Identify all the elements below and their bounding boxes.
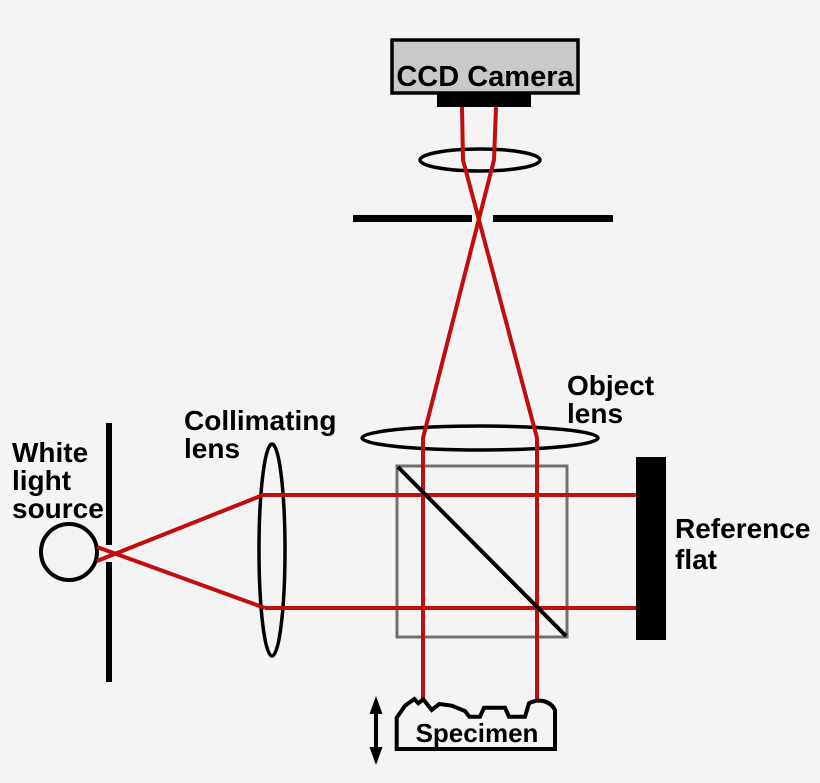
beamsplitter-cube [395,464,569,639]
light-source-circle [39,522,99,582]
source-label-line3: source [12,493,104,524]
source-label-line1: White [12,437,88,468]
light-ray-source-up [96,493,264,563]
object-lens-label-line1: Object [567,370,654,401]
ccd-camera-label: CCD Camera [396,61,574,93]
stage-translation-arrow [369,696,383,765]
aperture-left-blade [353,215,472,222]
collimating-lens-label-line2: lens [184,433,240,464]
collimating-lens-label-line1: Collimating [184,405,336,436]
reference-flat [636,457,666,640]
reference-flat-label-line2: flat [675,544,717,575]
light-ray-camera-to-specimen-left [421,106,498,700]
aperture-right-blade [493,215,613,222]
slit-bottom-segment [106,562,112,682]
slit-top-segment [106,423,112,545]
specimen-outline [394,696,557,751]
reference-flat-label-line1: Reference [675,513,810,544]
source-label-line2: light [12,465,71,496]
object-lens [360,424,600,452]
stage-arrow-up-icon [369,696,383,714]
object-lens-label-line2: lens [567,398,623,429]
ccd-sensor-bar [437,93,531,107]
stage-arrow-down-icon [369,747,383,765]
light-ray-source-down [96,545,266,610]
specimen-label: Specimen [416,718,539,748]
beamsplitter-diagonal [396,465,568,638]
imaging-lens [418,147,542,173]
light-ray-camera-to-specimen-right [460,106,539,701]
collimating-lens [257,442,287,658]
